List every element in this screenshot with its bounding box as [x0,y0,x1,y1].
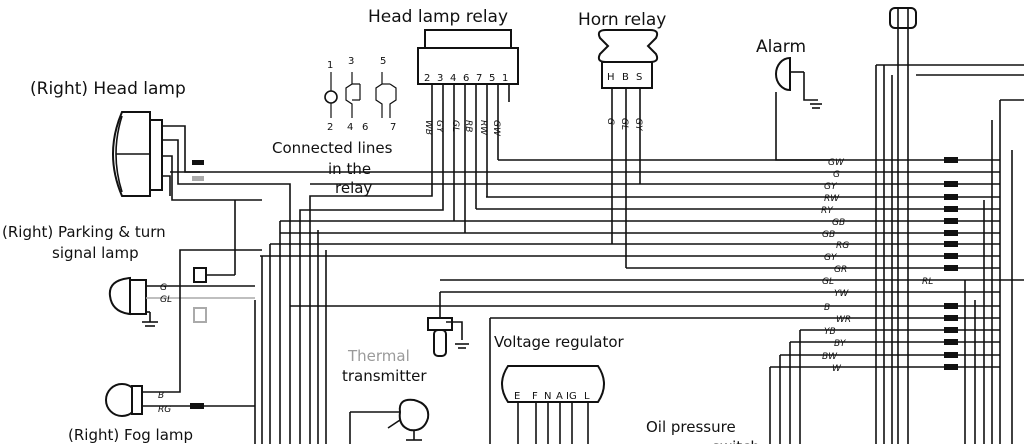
parking-code-g: G [160,283,167,293]
relay-pin-5: 5 [489,73,495,84]
parking-lamp-label: (Right) Parking & turn [2,223,166,241]
fuse-connector [889,7,917,444]
fog-code-rg: RG [158,405,171,415]
fog-code-b: B [158,391,164,401]
harness-code-rg: RG [836,241,849,251]
harness-code-by: BY [834,339,847,349]
thermal-transmitter-label-2: transmitter [342,367,427,385]
horn-pin-h: H [607,72,615,83]
conn-num-2: 2 [327,122,333,133]
head-lamp-connector-2 [192,176,204,181]
regulator-pin-f: F [532,391,538,402]
conn-num-5: 5 [380,56,386,67]
connected-lines-label-2: in the [328,160,371,178]
harness-lines [170,159,1000,368]
harness-code-yw: YW [834,289,849,299]
thermal-transmitter-label: Thermal [347,347,410,365]
conn-num-3: 3 [348,56,354,67]
harness-code-rw: RW [824,194,840,204]
harness-code-gr: GR [834,265,847,275]
conn-num-4: 4 [347,122,353,133]
relay-pin-2: 2 [424,73,430,84]
connected-lines-label: Connected lines [272,139,393,157]
relay-wire-code: RB [463,120,473,132]
oil-pressure-label-2: switch [712,438,760,444]
harness-code-yb: YB [824,327,836,337]
relay-connection-schematic [324,72,397,118]
relay-pin-4: 4 [450,73,456,84]
conn-num-7: 7 [390,122,396,133]
thermal-transmitter [427,292,469,357]
relay-wire-code: WB [423,120,433,135]
harness-code-gb: GB [832,218,845,228]
relay-wire-code: GL [450,120,460,132]
conn-num-1: 1 [327,60,333,71]
horn-relay-label: Horn relay [578,10,666,30]
conn-num-6: 6 [362,122,368,133]
harness-code-gw: GW [828,158,845,168]
relay-pin-7: 7 [476,73,482,84]
alarm-label: Alarm [756,37,806,57]
harness-code-gy2: GY [824,253,838,263]
parking-code-gl: GL [160,295,172,305]
harness-code-rl: RL [922,277,933,287]
regulator-pin-ig: IG [566,391,577,402]
harness-code-w: W [832,364,842,374]
harness-code-g: G [833,170,840,180]
relay-wires [299,102,641,444]
head-lamp-relay-label: Head lamp relay [368,7,508,27]
horn-pin-b: B [622,72,629,83]
harness-code-gl: GL [822,277,834,287]
harness-code-wr: WR [836,315,851,325]
voltage-regulator [489,318,605,444]
parking-lamp-label-2: signal lamp [52,244,139,262]
horn-wire-code: GL [619,118,629,130]
head-lamp [112,111,186,197]
relay-wire-code: GY [434,120,444,134]
voltage-regulator-label: Voltage regulator [494,333,625,351]
relay-wire-code: RW [478,120,488,136]
horn-wire-code: G [605,118,615,125]
head-lamp-label: (Right) Head lamp [30,79,186,99]
relay-wire-code: GW [491,120,501,137]
harness-code-ry: RY [821,206,834,216]
head-lamp-connector [192,160,204,165]
oil-pressure-label: Oil pressure [646,418,736,436]
oil-pressure-switch-wires [769,330,801,444]
parking-lamp [108,200,255,327]
fog-lamp-label: (Right) Fog lamp [68,426,193,444]
horn-relay [597,29,659,104]
harness-code-bw: BW [822,352,838,362]
left-bundle [171,160,327,444]
head-lamp-relay [417,29,519,102]
regulator-pin-n: N [544,391,551,402]
regulator-pin-l: L [584,391,590,402]
connected-lines-label-3: relay [335,179,372,197]
horn-wire-code: GY [633,118,643,132]
regulator-pin-e: E [514,391,520,402]
fog-lamp [105,249,262,417]
regulator-pin-a: A [556,391,563,402]
relay-pin-6: 6 [463,73,469,84]
alarm [775,56,830,161]
horn [349,398,430,444]
horn-pin-s: S [636,72,642,83]
relay-pin-3: 3 [437,73,443,84]
relay-pin-1: 1 [502,73,508,84]
harness-code-gb2: GB [822,230,835,240]
harness-code-b: B [824,303,830,313]
harness-connectors [944,157,958,370]
right-harness [875,64,1024,444]
harness-code-gy: GY [824,182,838,192]
